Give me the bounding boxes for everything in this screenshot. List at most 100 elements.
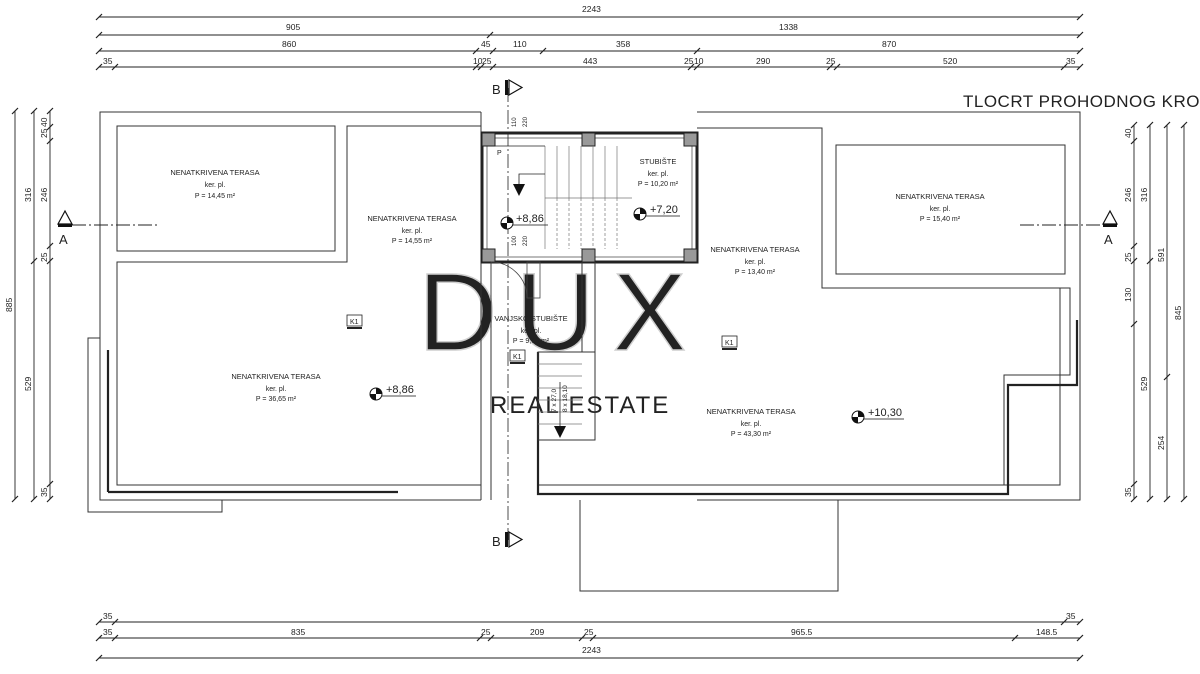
room-name: NENATKRIVENA TERASA	[706, 407, 795, 416]
level-value: +8,86	[386, 384, 414, 396]
section-b-top-marker	[508, 78, 524, 97]
dim-label: 2243	[582, 4, 601, 14]
section-a-right-marker	[1101, 209, 1119, 225]
room-name: VANJSKO STUBIŠTE	[494, 314, 567, 323]
level-markers: +8,86 +7,20 +8,86 +10,30	[369, 204, 904, 424]
room-labels: NENATKRIVENA TERASA ker. pl. P = 14,45 m…	[170, 157, 984, 438]
dim-label: 316	[23, 188, 33, 202]
level-value: +7,20	[650, 204, 678, 216]
k1-tag: K1	[725, 340, 734, 347]
level-marker-icon	[369, 387, 416, 401]
room-floor: ker. pl.	[745, 259, 766, 266]
dim-label: 870	[882, 39, 896, 49]
building-walls	[87, 111, 1081, 592]
level-value: +8,86	[516, 213, 544, 225]
section-a-right-label: A	[1104, 232, 1113, 247]
room-name: NENATKRIVENA TERASA	[231, 372, 320, 381]
room-area: P = 13,40 m²	[735, 269, 776, 276]
room-floor: ker. pl.	[521, 328, 542, 335]
dim-label: 35	[103, 611, 113, 621]
stair-note: 8 x 18,10	[562, 385, 569, 412]
room-floor: ker. pl.	[930, 206, 951, 213]
dim-label: 35	[1066, 611, 1076, 621]
level-marker-icon	[500, 216, 548, 230]
dim-label: 290	[756, 56, 770, 66]
room-floor: ker. pl.	[266, 386, 287, 393]
room-terrace-top-left: NENATKRIVENA TERASA ker. pl. P = 14,45 m…	[170, 168, 259, 200]
dim-label: 860	[282, 39, 296, 49]
dim-label: 443	[583, 56, 597, 66]
dim-label: 10	[694, 56, 704, 66]
room-terrace-center-left: NENATKRIVENA TERASA ker. pl. P = 14,55 m…	[367, 214, 456, 245]
dim-label: 10	[473, 56, 483, 66]
stair-dim: 220	[523, 116, 529, 127]
room-name: NENATKRIVENA TERASA	[170, 168, 259, 177]
room-exterior-stair: VANJSKO STUBIŠTE ker. pl. P = 9,60 m²	[494, 314, 567, 345]
section-b-top-label: B	[492, 82, 501, 97]
room-terrace-center-right: NENATKRIVENA TERASA ker. pl. P = 13,40 m…	[710, 245, 799, 276]
level-marker-icon	[633, 207, 680, 221]
room-name: NENATKRIVENA TERASA	[895, 192, 984, 201]
door-label: P	[497, 150, 502, 157]
room-terrace-bottom-right: NENATKRIVENA TERASA ker. pl. P = 43,30 m…	[706, 407, 795, 438]
room-area: P = 10,20 m²	[638, 181, 679, 188]
room-name: NENATKRIVENA TERASA	[367, 214, 456, 223]
watermark-tagline: REAL ESTATE	[490, 392, 670, 419]
dim-label: 25	[39, 252, 49, 262]
dim-label: 209	[530, 627, 544, 637]
dim-label: 1338	[779, 22, 798, 32]
room-floor: ker. pl.	[741, 421, 762, 428]
dim-label: 130	[1123, 288, 1133, 302]
k1-tag: K1	[350, 319, 359, 326]
room-area: P = 36,65 m²	[256, 396, 297, 403]
dim-label: 25	[584, 627, 594, 637]
dim-label: 885	[4, 298, 14, 312]
room-name: NENATKRIVENA TERASA	[710, 245, 799, 254]
top-dimension-chains: 2243 905 1338 860 45 110 358 870 35 10 2…	[95, 4, 1084, 71]
dim-label: 845	[1173, 306, 1183, 320]
dim-label: 529	[23, 377, 33, 391]
room-terrace-top-right: NENATKRIVENA TERASA ker. pl. P = 15,40 m…	[895, 192, 984, 223]
dim-label: 148.5	[1036, 627, 1058, 637]
section-b-bottom-label: B	[492, 534, 501, 549]
stair-core: P 110 220 100 220	[480, 116, 699, 299]
room-terrace-bottom-left: NENATKRIVENA TERASA ker. pl. P = 36,65 m…	[231, 372, 320, 403]
dim-label: 40	[39, 117, 49, 127]
level-marker-icon	[851, 410, 904, 424]
section-b-bottom-marker	[508, 530, 524, 549]
room-floor: ker. pl.	[402, 228, 423, 235]
dim-label: 358	[616, 39, 630, 49]
watermark-logo: DUX	[418, 251, 704, 374]
dim-label: 25	[481, 627, 491, 637]
section-lines: A A B B	[56, 78, 1119, 549]
dim-label: 835	[291, 627, 305, 637]
room-area: P = 43,30 m²	[731, 431, 772, 438]
drawing-title: TLOCRT PROHODNOG KROVA	[963, 92, 1200, 111]
dim-label: 35	[1123, 487, 1133, 497]
right-dimension-chains: 40 246 25 130 35 316 529 591 254 845	[1123, 121, 1188, 503]
room-floor: ker. pl.	[648, 171, 669, 178]
material-tags: K1 K1 K1	[346, 314, 738, 364]
dim-label: 40	[1123, 128, 1133, 138]
level-value: +10,30	[868, 407, 902, 419]
dim-label: 25	[1123, 252, 1133, 262]
room-name: STUBIŠTE	[640, 157, 677, 166]
room-area: P = 15,40 m²	[920, 216, 961, 223]
dim-label: 35	[103, 56, 113, 66]
dim-label: 25	[482, 56, 492, 66]
stair-dim: 220	[523, 235, 529, 246]
dim-label: 905	[286, 22, 300, 32]
room-area: P = 14,55 m²	[392, 238, 433, 245]
dim-label: 520	[943, 56, 957, 66]
dim-label: 965.5	[791, 627, 813, 637]
room-floor: ker. pl.	[205, 182, 226, 189]
room-stairwell: STUBIŠTE ker. pl. P = 10,20 m²	[638, 157, 679, 188]
dim-label: 35	[1066, 56, 1076, 66]
dim-label: 316	[1139, 188, 1149, 202]
k1-tag: K1	[513, 354, 522, 361]
left-dimension-chains: 885 316 529 40 25 246 25 35	[4, 107, 54, 503]
section-a-left-marker	[56, 209, 74, 225]
exterior-stair: 7 x 27,0 8 x 18,10	[537, 262, 596, 441]
dim-label: 529	[1139, 377, 1149, 391]
